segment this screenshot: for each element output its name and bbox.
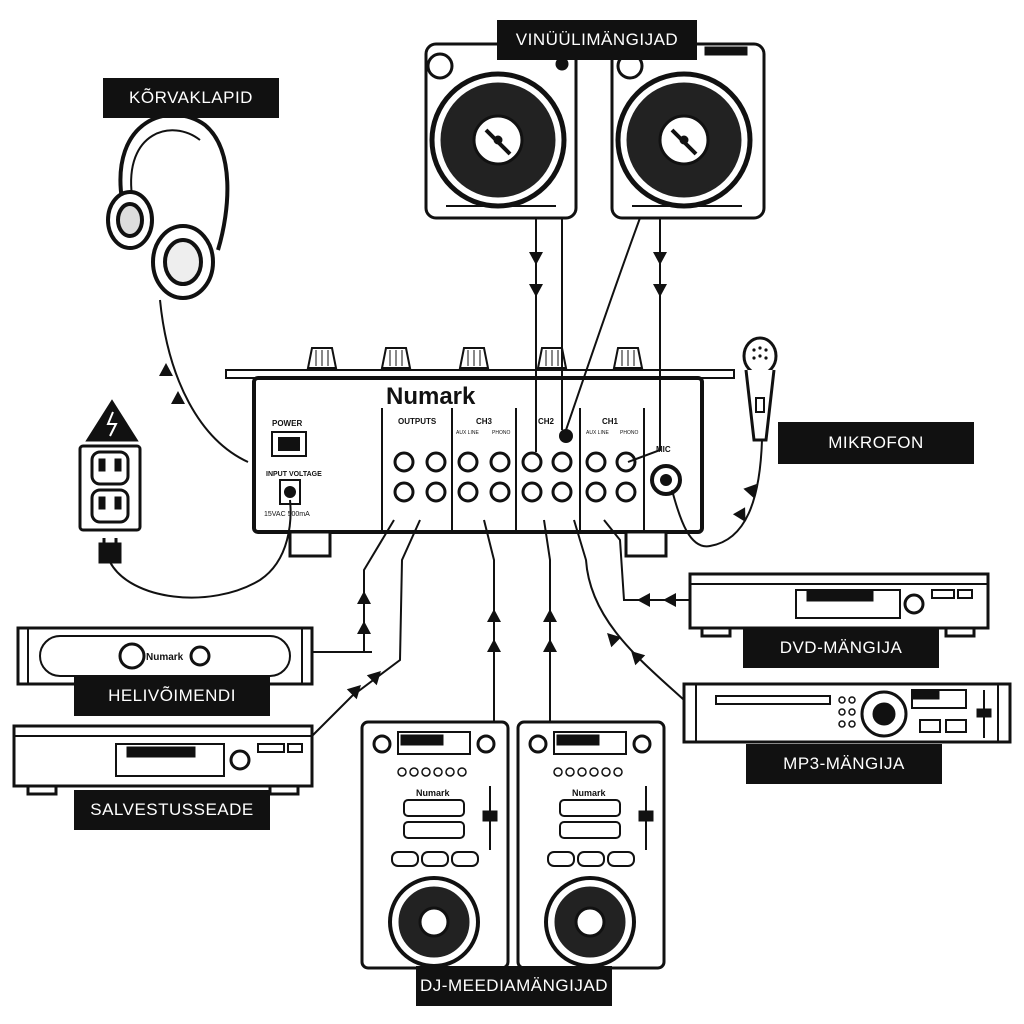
- cable-dvd: [603, 519, 690, 601]
- recorder: [12, 724, 314, 796]
- amplifier: Numark: [16, 626, 314, 686]
- cable-turntable-right-ground: [565, 217, 641, 431]
- turntable-right: [610, 42, 766, 220]
- dvd-player: [688, 572, 990, 638]
- mixer-brand-logo: Numark: [386, 383, 476, 410]
- label-amplifier: HELIVÕIMENDI: [74, 676, 270, 716]
- mic-label: MIC: [656, 445, 671, 454]
- cable-microphone: [671, 439, 763, 548]
- amplifier-brand-logo: Numark: [146, 652, 184, 663]
- input-voltage-label: INPUT VOLTAGE: [266, 471, 322, 478]
- outputs-label: OUTPUTS: [398, 417, 437, 426]
- power-outlet: [78, 399, 142, 564]
- microphone: [742, 336, 778, 442]
- ch1-phono-label: PHONO: [620, 430, 638, 436]
- cable-media-left: [483, 519, 495, 722]
- label-microphone: MIKROFON: [778, 422, 974, 464]
- ch3-aux-line-label: AUX LINE: [456, 430, 479, 436]
- ch2-label: CH2: [538, 417, 555, 426]
- ch3-phono-label: PHONO: [492, 430, 510, 436]
- power-label: POWER: [272, 419, 302, 428]
- label-dvd-player: DVD-MÄNGIJA: [743, 628, 939, 668]
- cable-recorder: [311, 519, 421, 737]
- dj-media-player-right: Numark: [516, 720, 666, 970]
- dj-media-player-right-brand: Numark: [572, 788, 607, 798]
- label-recorder: SALVESTUSSEADE: [74, 790, 270, 830]
- ch1-aux-line-label: AUX LINE: [586, 430, 609, 436]
- dj-media-player-left-brand: Numark: [416, 788, 451, 798]
- cable-power: [109, 499, 292, 599]
- voltage-rating: 15VAC 500mA: [264, 511, 310, 518]
- mixer: Numark POWER INPUT VOLTAGE 15VAC 500mA O…: [225, 347, 735, 558]
- headphones: [106, 112, 230, 300]
- ch3-label: CH3: [476, 417, 493, 426]
- ch1-label: CH1: [602, 417, 619, 426]
- cable-media-right: [543, 519, 551, 722]
- label-mp3-player: MP3-MÄNGIJA: [746, 744, 942, 784]
- mp3-player: [682, 682, 1012, 744]
- label-dj-media-players: DJ-MEEDIAMÄNGIJAD: [416, 966, 612, 1006]
- turntable-left: [424, 42, 578, 220]
- cables: [109, 217, 763, 737]
- cable-headphones: [159, 299, 249, 463]
- label-vinyl-players: VINÜÜLIMÄNGIJAD: [497, 20, 697, 60]
- dj-media-player-left: Numark: [360, 720, 510, 970]
- label-headphones: KÕRVAKLAPID: [103, 78, 279, 118]
- cable-mp3: [573, 519, 685, 701]
